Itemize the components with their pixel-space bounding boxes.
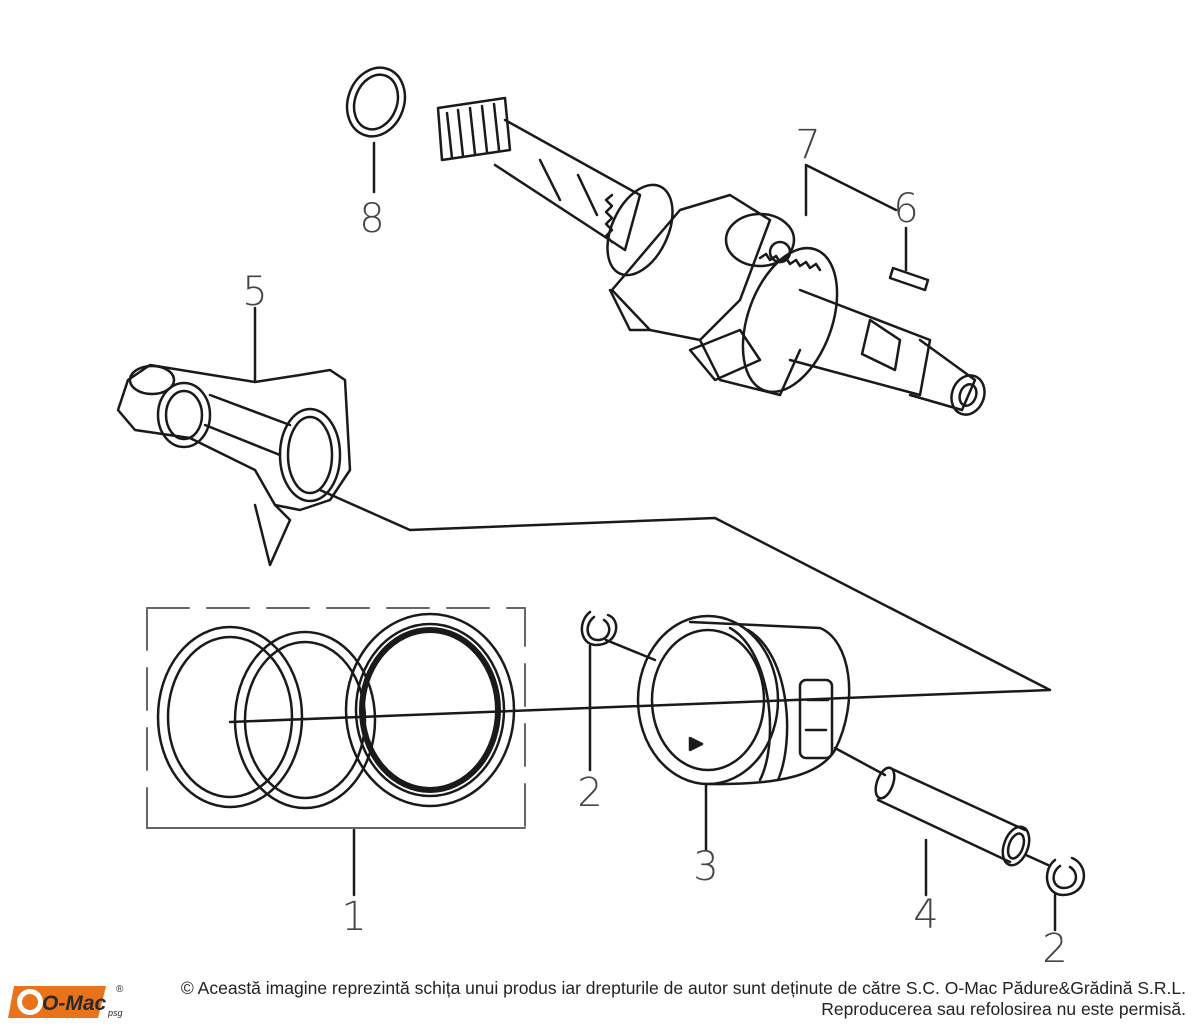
- callout-2-left: 2: [577, 770, 602, 816]
- callout-5: 5: [242, 269, 267, 315]
- part-3-piston: [636, 614, 887, 852]
- part-5-connecting-rod: [116, 306, 352, 567]
- part-8-seal-ring: [345, 66, 407, 194]
- copyright-notice: © Această imagine reprezintă schița unui…: [126, 978, 1186, 1020]
- callout-7: 7: [795, 122, 820, 168]
- callout-1: 1: [341, 894, 366, 940]
- copyright-line-1: © Această imagine reprezintă schița unui…: [180, 978, 1186, 998]
- logo-sub: psg: [107, 1008, 123, 1018]
- omac-logo: O-Mac psg ®: [8, 984, 124, 1018]
- logo-text: O-Mac: [42, 992, 107, 1015]
- logo-registered: ®: [116, 984, 124, 995]
- callout-3: 3: [693, 844, 718, 890]
- exploded-parts-drawing: 8 7 6 5 1 2 3 4 2: [116, 66, 1086, 970]
- callout-2-right: 2: [1042, 926, 1067, 970]
- part-2-circlip-left: [580, 610, 657, 772]
- copyright-line-2: Reproducerea sau refolosirea nu este per…: [821, 999, 1186, 1019]
- assembly-guide-line: [228, 488, 1052, 724]
- part-2-circlip-right: [1045, 856, 1086, 932]
- part-1-piston-rings: [146, 607, 526, 897]
- callout-8: 8: [359, 196, 384, 242]
- footer: O-Mac psg ® © Această imagine reprezintă…: [0, 970, 1200, 1030]
- callout-6: 6: [893, 186, 918, 232]
- part-7-crankshaft: [436, 96, 986, 416]
- callout-4: 4: [913, 892, 938, 938]
- part-4-piston-pin: [874, 766, 1050, 897]
